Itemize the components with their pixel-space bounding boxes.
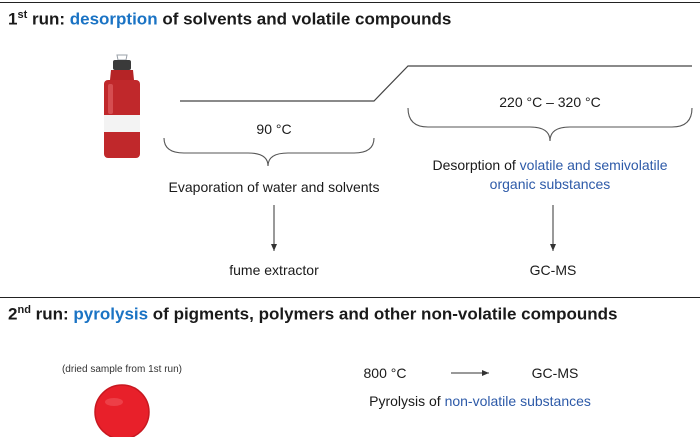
run2-heading-keyword: pyrolysis — [73, 304, 149, 324]
pyrolysis-description-highlight: non-volatile substances — [444, 393, 591, 409]
brace-stage1 — [163, 137, 375, 167]
run2-heading-run: run: — [30, 304, 74, 324]
run2-heading-rest: of pigments, polymers and other non-vola… — [148, 304, 618, 324]
dried-sample-icon — [94, 384, 150, 437]
pyrolysis-description-plain: Pyrolysis of — [369, 393, 445, 409]
run1-heading-keyword: desorption — [69, 9, 158, 29]
run1-heading-rest: of solvents and volatile compounds — [157, 9, 452, 29]
pyrolysis-description: Pyrolysis of non-volatile substances — [320, 393, 640, 409]
stage2-description-plain: Desorption of — [432, 157, 520, 173]
sample-bottle-icon — [104, 54, 140, 158]
stage2-temperature: 220 °C – 320 °C — [499, 94, 601, 110]
run2-heading: 2nd run: pyrolysis of pigments, polymers… — [8, 304, 618, 325]
section-divider — [0, 297, 700, 298]
run1-heading-number: 1 — [8, 9, 18, 29]
dried-sample-note: (dried sample from 1st run) — [61, 364, 183, 375]
run2-heading-ordinal: nd — [17, 304, 31, 316]
run2-heading-number: 2 — [8, 304, 18, 324]
stage2-description-highlight-2: organic substances — [489, 176, 611, 192]
stage1-destination: fume extractor — [229, 262, 319, 278]
temperature-profile-line — [180, 65, 692, 102]
run1-heading-run: run: — [27, 9, 70, 29]
run1-heading-ordinal: st — [17, 9, 28, 21]
pyrolysis-destination: GC-MS — [531, 365, 579, 381]
stage1-temperature: 90 °C — [256, 121, 292, 137]
pyrolysis-temperature: 800 °C — [363, 365, 407, 381]
top-rule — [0, 2, 700, 3]
stage1-description: Evaporation of water and solvents — [168, 179, 380, 195]
stage2-description-highlight-1: volatile and semivolatile — [519, 157, 668, 173]
run1-heading: 1st run: desorption of solvents and vola… — [8, 9, 451, 30]
stage2-description: Desorption of volatile and semivolatile … — [400, 156, 700, 194]
brace-stage2 — [407, 107, 693, 142]
stage2-destination: GC-MS — [529, 262, 577, 278]
